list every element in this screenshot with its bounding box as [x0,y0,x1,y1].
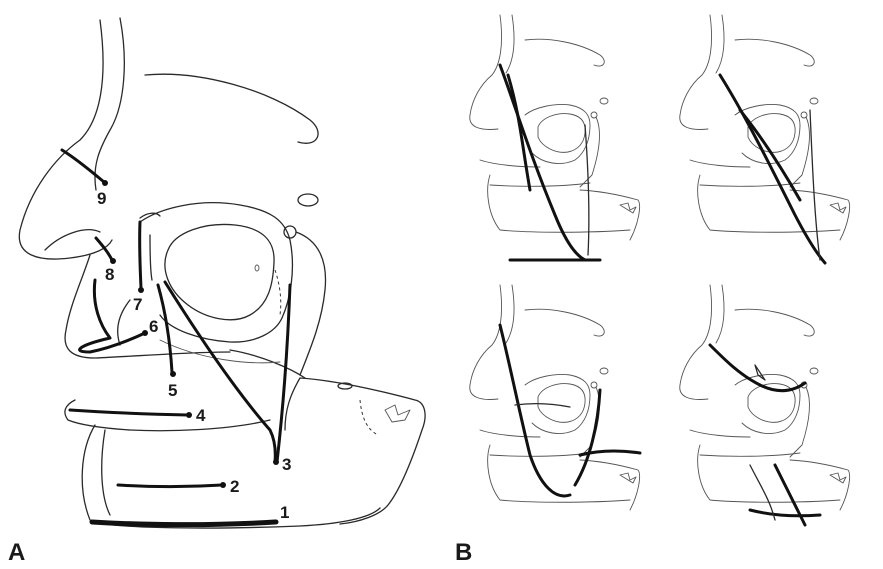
line-1-end [274,520,279,525]
panel-a-face-outline [19,18,425,528]
line-2-end [220,482,226,488]
label-3: 3 [282,455,291,474]
line-8-end [110,258,116,264]
label-8: 8 [105,265,114,284]
panel-b-bottom-left [470,285,640,510]
line-2 [118,485,222,487]
line-1 [92,522,275,525]
line-7-end [138,287,144,293]
label-5: 5 [168,381,177,400]
label-4: 4 [196,406,206,425]
label-1: 1 [280,503,289,522]
label-7: 7 [133,295,142,314]
panel-b-bottom-right [680,285,850,525]
line-5 [158,285,172,372]
line-3-end [273,459,279,465]
line-3-branch [277,285,290,462]
label-2: 2 [230,477,239,496]
line-4 [70,410,188,415]
line-6-end [142,330,148,336]
line-7 [140,222,141,288]
label-6: 6 [149,317,158,336]
panel-b-top-right [680,15,850,263]
line-5-end [170,371,176,377]
panel-a-label: A [8,539,25,566]
panel-b-label: B [455,539,472,566]
line-9-end [102,180,108,186]
label-9: 9 [97,189,106,208]
panel-b-top-left [470,15,640,260]
line-6 [80,280,145,352]
line-4-end [186,412,192,418]
line-number-labels: 1 2 3 4 5 6 7 8 9 [97,189,291,522]
line-8 [96,238,112,260]
line-9 [62,150,104,182]
